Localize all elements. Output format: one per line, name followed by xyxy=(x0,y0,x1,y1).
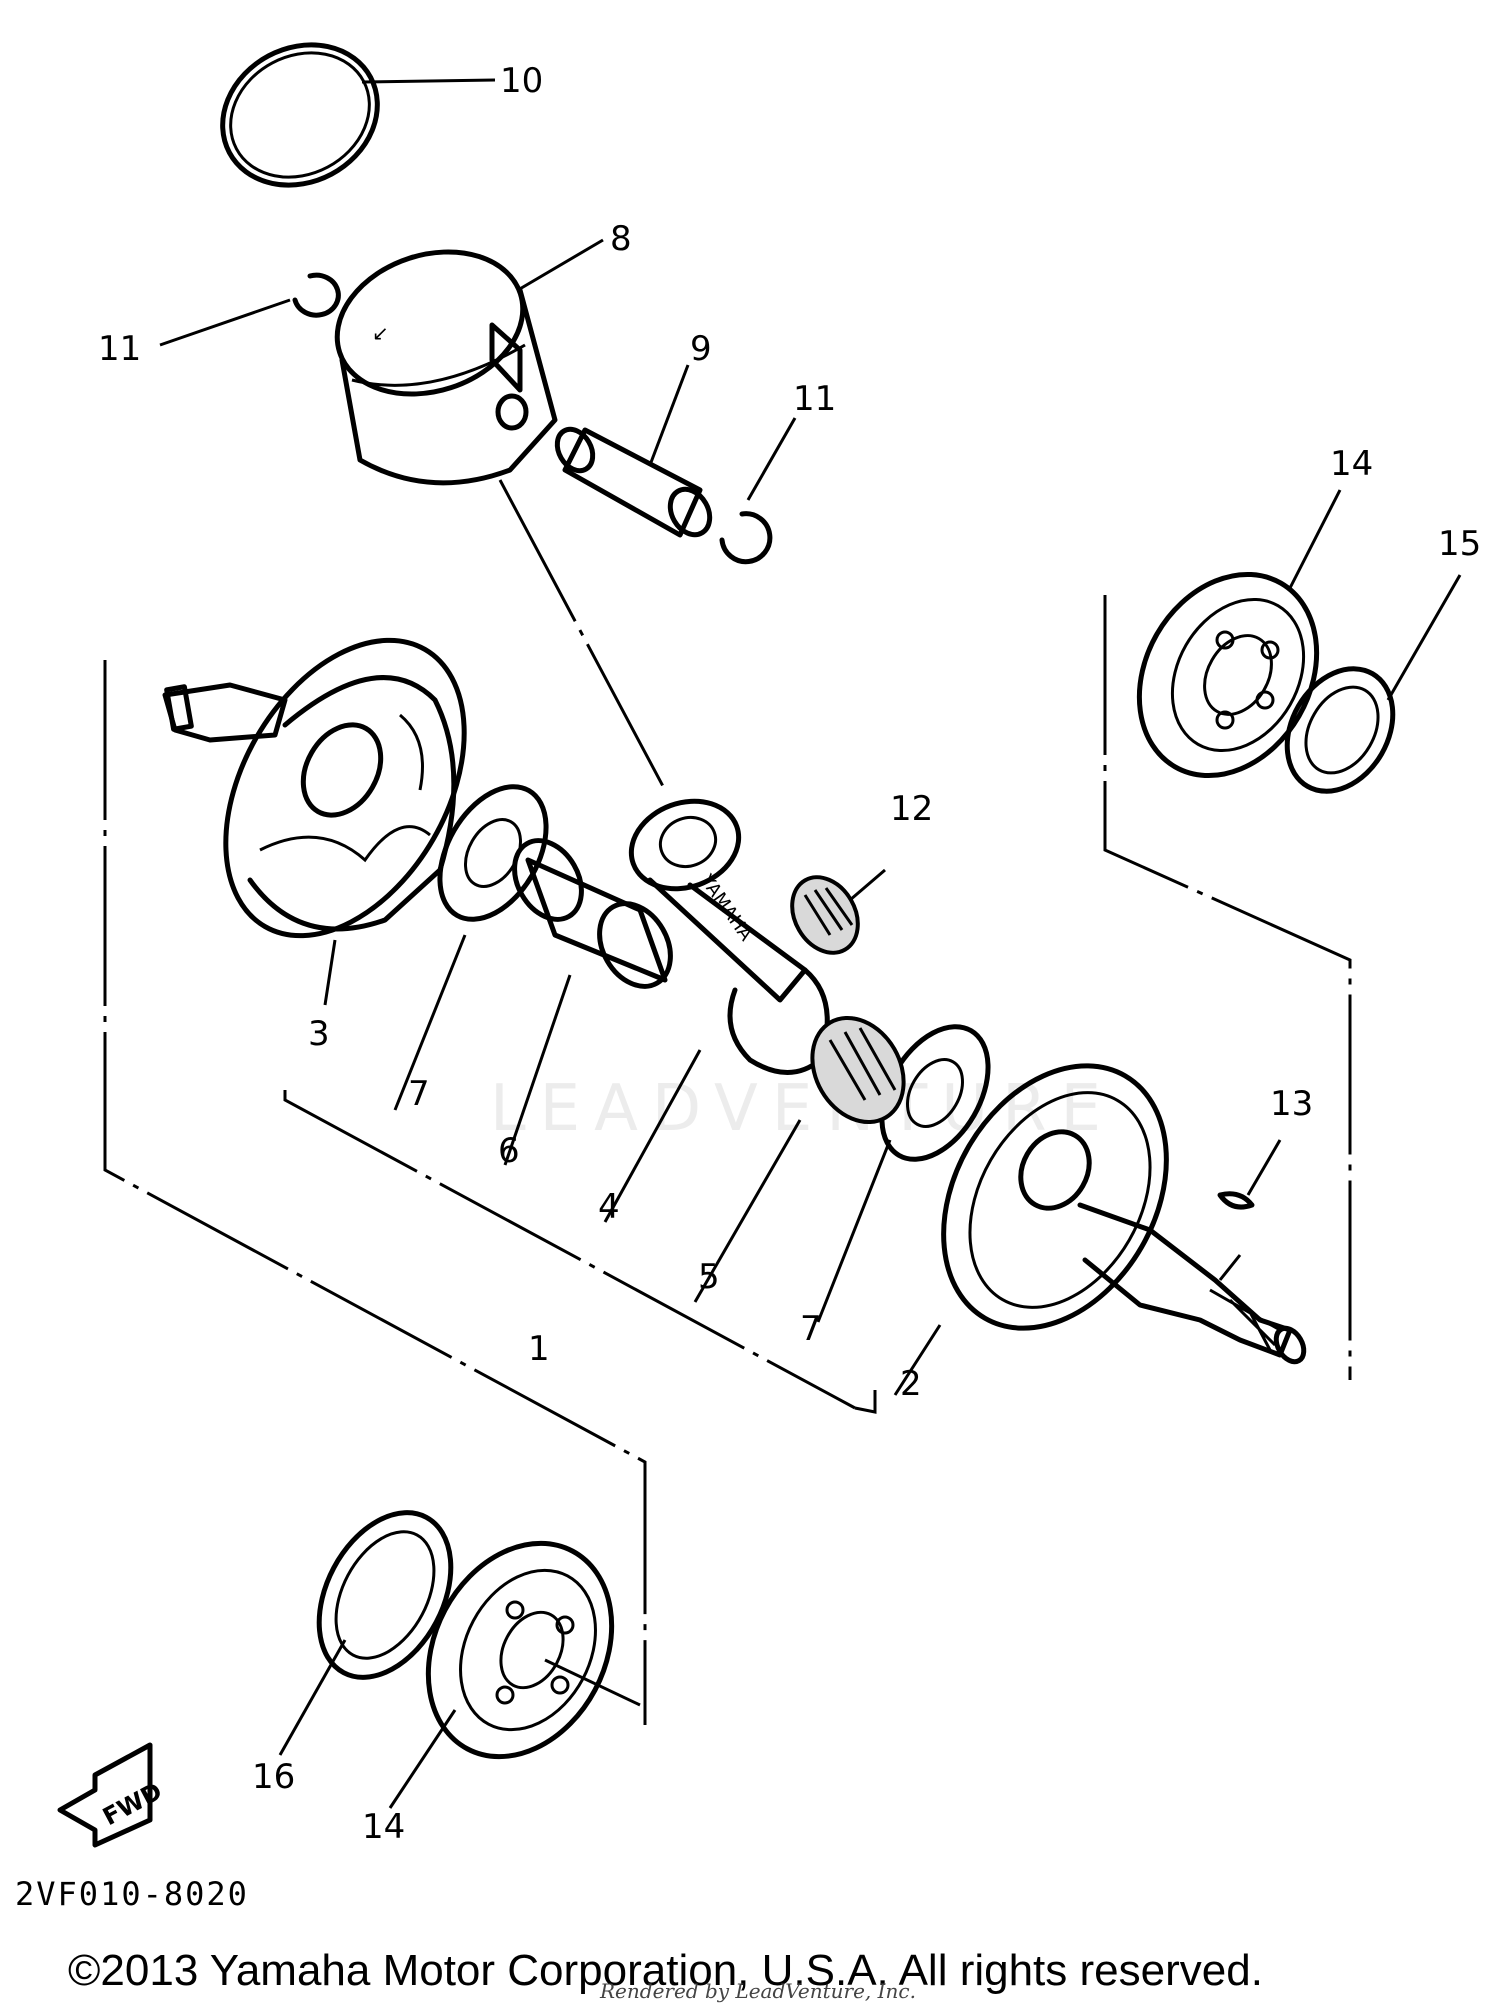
callout-6: 6 xyxy=(498,1131,520,1171)
rendered-by: Rendered by LeadVenture, Inc. xyxy=(599,1979,916,2003)
callout-7-left: 7 xyxy=(408,1074,430,1114)
small-end-bearing xyxy=(790,875,860,955)
fwd-arrow-icon: FWD xyxy=(57,1742,167,1848)
piston-ring xyxy=(220,42,380,188)
crank-bearing-left xyxy=(425,1540,641,1760)
callout-1: 1 xyxy=(528,1329,550,1369)
big-end-bearing xyxy=(810,1015,906,1125)
leader-lines xyxy=(159,78,1462,1809)
oil-seal-left xyxy=(316,1510,454,1680)
crank-pin xyxy=(512,838,673,989)
callout-9: 9 xyxy=(690,329,712,369)
circlip-right xyxy=(719,511,773,565)
callout-7-right: 7 xyxy=(800,1309,822,1349)
connecting-rod: YAMAHA xyxy=(628,798,830,1075)
callout-8: 8 xyxy=(610,219,632,259)
callout-14-right: 14 xyxy=(1330,444,1373,484)
oil-seal-right xyxy=(1284,666,1396,794)
piston: ↙ xyxy=(334,249,558,486)
callout-3: 3 xyxy=(308,1014,330,1054)
callout-11-left: 11 xyxy=(98,329,141,369)
svg-text:↙: ↙ xyxy=(372,321,389,345)
callout-16: 16 xyxy=(252,1757,295,1797)
callout-15: 15 xyxy=(1438,524,1481,564)
copyright: ©2013 Yamaha Motor Corporation, U.S.A. A… xyxy=(68,1946,1263,1995)
piston-pin xyxy=(554,426,713,538)
callout-12: 12 xyxy=(890,789,933,829)
svg-text:YAMAHA: YAMAHA xyxy=(695,870,757,945)
callout-4: 4 xyxy=(598,1187,620,1227)
crank-right-half xyxy=(941,1063,1307,1365)
circlip-left xyxy=(292,272,341,318)
crank-left-half xyxy=(162,637,467,939)
callout-13: 13 xyxy=(1270,1084,1313,1124)
crank-bearing-right xyxy=(1136,571,1320,779)
callout-14-left: 14 xyxy=(362,1807,405,1847)
assembly-brackets xyxy=(103,479,1352,1725)
woodruff-key xyxy=(1217,1191,1255,1210)
watermark: LEADVENTURE xyxy=(490,1072,1115,1146)
callout-10: 10 xyxy=(500,61,543,101)
callout-5: 5 xyxy=(698,1257,720,1297)
fwd-label: FWD xyxy=(98,1777,167,1831)
part-code: 2VF010-8020 xyxy=(15,1875,249,1913)
callout-11-right: 11 xyxy=(793,379,836,419)
callout-2: 2 xyxy=(900,1364,922,1404)
